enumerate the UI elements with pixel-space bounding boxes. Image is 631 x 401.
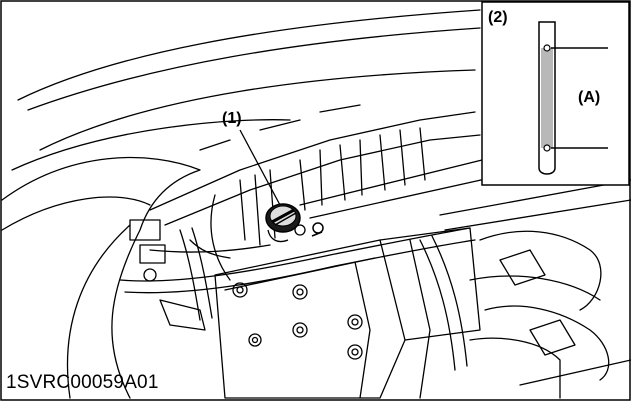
bolt (292, 322, 308, 338)
bolt (232, 282, 248, 298)
callout-leader-1 (239, 129, 281, 206)
oil-level-range (541, 48, 553, 148)
hose-lower (119, 227, 471, 282)
fender-inner-line (27, 27, 481, 111)
bottom-plate (214, 239, 406, 399)
callout-label-2: (2) (488, 9, 508, 26)
bolt (347, 314, 363, 330)
dipstick-inset (481, 1, 630, 186)
dipstick-cap (265, 203, 301, 243)
drain-plug (311, 222, 324, 237)
bolt (292, 284, 308, 300)
bolt (248, 333, 262, 347)
bolt (347, 344, 363, 360)
document-code: 1SVRC00059A01 (6, 372, 159, 393)
callout-label-1: (1) (222, 110, 242, 127)
fender-outline (17, 9, 481, 101)
left-panel (1, 156, 201, 399)
callout-label-a: (A) (578, 89, 601, 106)
